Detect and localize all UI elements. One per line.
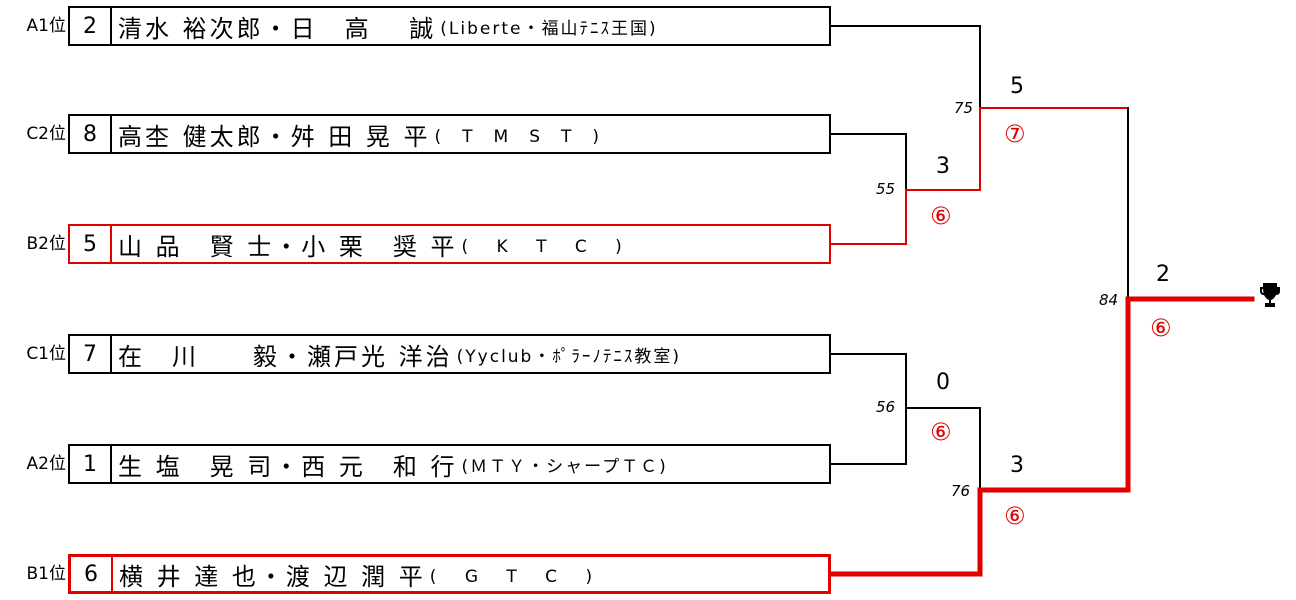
match-75-top-score: 5 — [1010, 74, 1024, 99]
draw-number: 6 — [71, 557, 113, 591]
club-name: ( T M S T ) — [434, 126, 602, 147]
draw-number: 1 — [70, 446, 112, 482]
club-name: ( G T C ) — [429, 566, 595, 587]
seed-label: C2位 — [26, 124, 66, 144]
draw-number: 8 — [70, 116, 112, 152]
bracket-line-row2 — [830, 133, 907, 191]
match-number-56: 56 — [876, 398, 896, 416]
match-56-bottom-score: ⑥ — [930, 418, 952, 446]
match-number-76: 76 — [951, 482, 971, 500]
seed-label: B2位 — [26, 234, 66, 254]
draw-number: 2 — [70, 8, 112, 44]
club-name: ( K T C ) — [461, 236, 624, 257]
match-number-84: 84 — [1099, 291, 1119, 309]
match-75-bottom-score: ⑦ — [1004, 120, 1026, 148]
match-76-top-score: 3 — [1010, 453, 1024, 478]
seed-label: B1位 — [26, 564, 66, 584]
match-55-bottom-score: ⑥ — [930, 202, 952, 230]
draw-number: 5 — [70, 226, 112, 262]
bracket-line-row4 — [830, 353, 907, 409]
entry-box: 1 生 塩 晃 司・西 元 和 行 (ＭＴＹ・シャープＴＣ) — [68, 444, 831, 484]
entry-box-winner: 5 山 品 賢 士・小 栗 奨 平 ( K T C ) — [68, 224, 831, 264]
club-name: (Liberte・福山ﾃﾆｽ王国) — [440, 18, 658, 39]
match-number-75: 75 — [954, 99, 974, 117]
player-names: 清水 裕次郎・日 高 誠 — [118, 14, 437, 43]
player-names: 山 品 賢 士・小 栗 奨 平 — [118, 232, 458, 261]
match-84-bottom-score: ⑥ — [1150, 314, 1172, 342]
club-name: (Yyclub・ﾎﾟﾗｰﾉﾃﾆｽ教室) — [456, 346, 681, 367]
entry-box: 2 清水 裕次郎・日 高 誠 (Liberte・福山ﾃﾆｽ王国) — [68, 6, 831, 46]
seed-label: A1位 — [26, 16, 66, 36]
match-55-top-score: 3 — [936, 154, 950, 179]
match-76-bottom-score: ⑥ — [1004, 502, 1026, 530]
match-number-55: 55 — [876, 180, 896, 198]
match-84-top-score: 2 — [1156, 262, 1170, 287]
player-names: 生 塩 晃 司・西 元 和 行 — [118, 452, 458, 481]
player-names: 高杢 健太郎・舛 田 晃 平 — [118, 122, 431, 151]
seed-label: A2位 — [26, 454, 66, 474]
bracket-line-champion — [830, 296, 1255, 577]
player-names: 在 川 毅・瀬戸光 洋治 — [118, 342, 453, 371]
entry-box: 7 在 川 毅・瀬戸光 洋治 (Yyclub・ﾎﾟﾗｰﾉﾃﾆｽ教室) — [68, 334, 831, 374]
entry-box-champion: 6 横 井 達 也・渡 辺 潤 平 ( G T C ) — [68, 554, 831, 594]
trophy-icon — [1260, 283, 1280, 307]
entry-box: 8 高杢 健太郎・舛 田 晃 平 ( T M S T ) — [68, 114, 831, 154]
match-56-top-score: 0 — [936, 370, 950, 395]
draw-number: 7 — [70, 336, 112, 372]
seed-label: C1位 — [26, 344, 66, 364]
player-names: 横 井 達 也・渡 辺 潤 平 — [119, 562, 426, 591]
bracket-line-m56 — [905, 407, 981, 491]
bracket-line-row1 — [830, 25, 981, 109]
bracket-line-row5 — [830, 407, 907, 465]
club-name: (ＭＴＹ・シャープＴＣ) — [461, 456, 668, 477]
bracket-line-row3-win — [830, 107, 981, 245]
